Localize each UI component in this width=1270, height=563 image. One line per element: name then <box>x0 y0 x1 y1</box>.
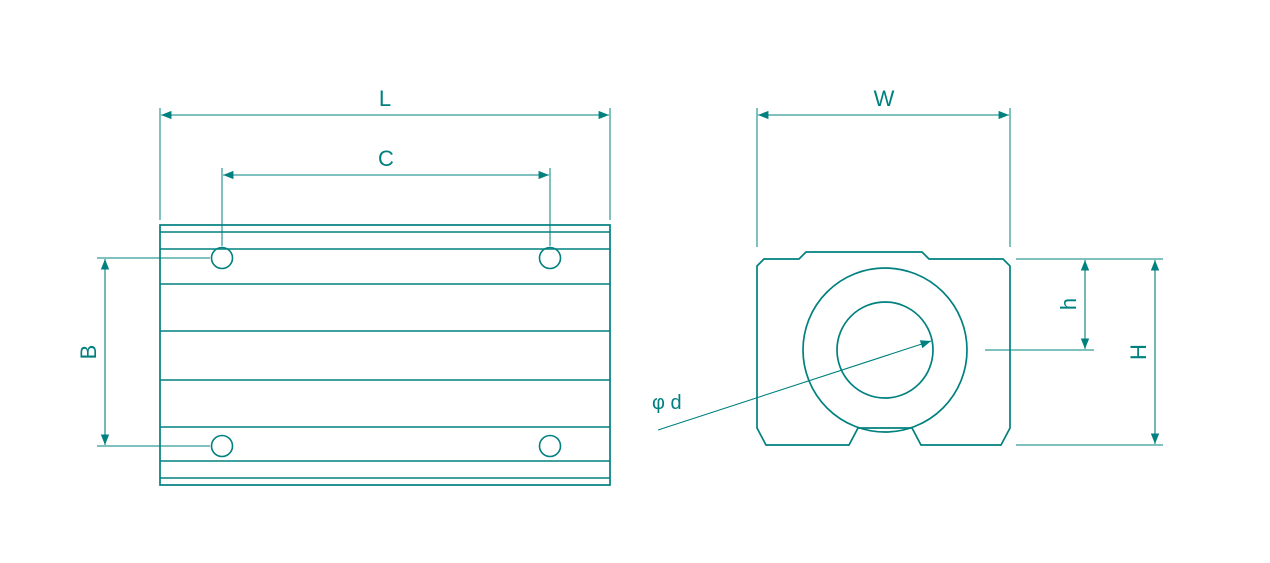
front-view <box>159 224 611 486</box>
front-view-body-outline <box>159 224 611 486</box>
dim-label-H: H <box>1126 344 1151 360</box>
dimension-B: B <box>76 257 210 447</box>
bore-inner-circle <box>836 301 934 399</box>
dimension-bore-diameter: φ d <box>652 340 932 431</box>
mounting-hole-bottom-left <box>210 434 234 458</box>
dimension-H: H <box>1126 260 1160 444</box>
side-view <box>756 251 1011 446</box>
front-view-dimensions: L C B <box>76 86 611 447</box>
dim-label-bore-diameter: φ d <box>652 392 682 414</box>
dimension-W: W <box>756 86 1011 247</box>
mounting-hole-bottom-right <box>538 434 562 458</box>
dimension-h: h <box>1056 260 1090 349</box>
side-view-dimensions: W h H φ d <box>652 86 1163 446</box>
dimension-C: C <box>221 146 551 246</box>
mounting-hole-top-left <box>210 246 234 270</box>
dim-label-L: L <box>379 86 391 111</box>
dim-label-C: C <box>378 146 394 171</box>
dimension-L: L <box>159 86 611 220</box>
dim-label-B: B <box>76 345 101 360</box>
side-view-housing-outline <box>756 251 1011 446</box>
dim-label-W: W <box>874 86 895 111</box>
leader-line-bore <box>657 340 932 431</box>
bearing-outer-circle <box>802 267 968 433</box>
mounting-hole-top-right <box>538 246 562 270</box>
dim-label-h: h <box>1056 298 1081 310</box>
